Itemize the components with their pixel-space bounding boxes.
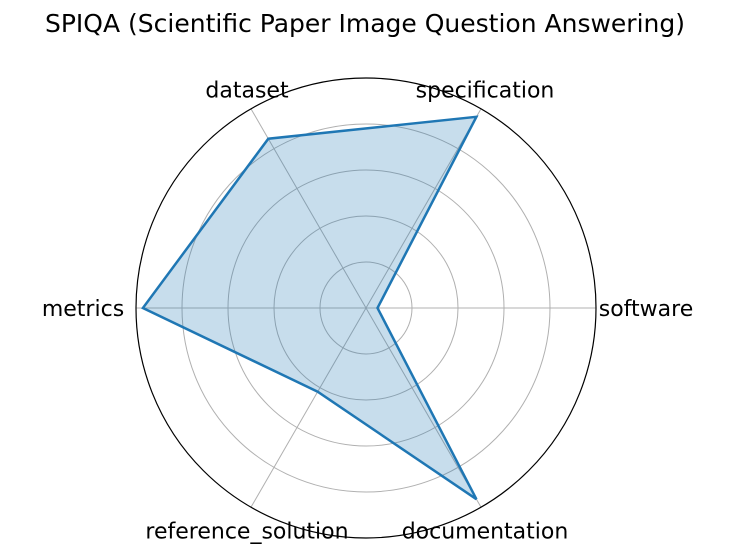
category-label-documentation: documentation (402, 520, 569, 545)
grid-spoke (365, 108, 482, 309)
category-label-specification: specification (416, 79, 555, 104)
chart-title: SPIQA (Scientific Paper Image Question A… (45, 9, 685, 38)
category-labels: software specification dataset metrics refer… (42, 79, 693, 545)
series-fill (142, 116, 477, 500)
grid-spoke (250, 108, 367, 309)
polar-frame (135, 77, 597, 539)
grid-spoke (250, 307, 367, 508)
category-label-metrics: metrics (42, 297, 124, 322)
grid-spoke (365, 307, 482, 508)
category-label-software: software (599, 297, 693, 322)
category-label-reference-solution: reference_solution (145, 520, 348, 545)
category-label-dataset: dataset (205, 79, 289, 104)
radar-series (140, 115, 479, 501)
series-line (140, 115, 479, 501)
radar-grid (135, 77, 597, 539)
